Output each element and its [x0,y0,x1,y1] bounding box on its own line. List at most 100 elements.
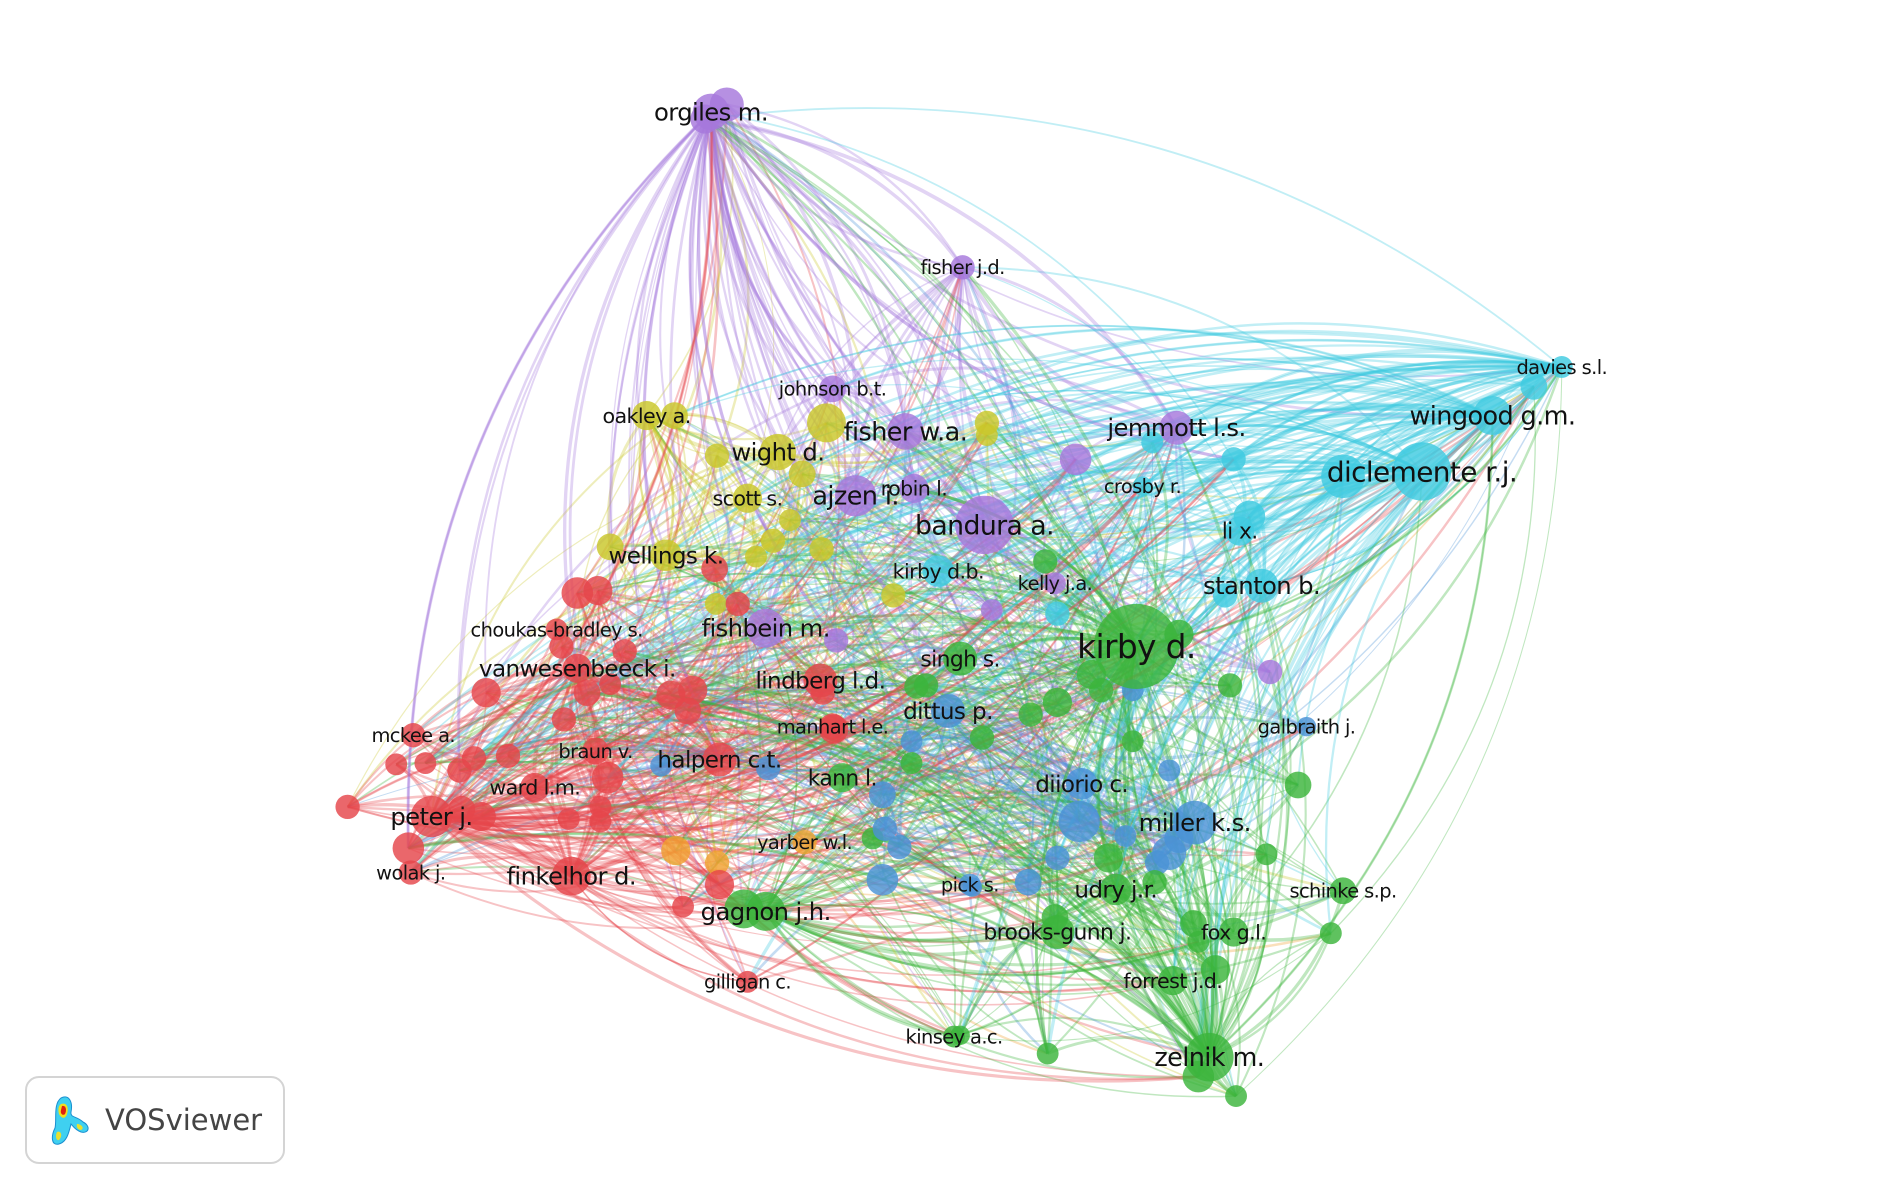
unlabeled-author-node[interactable] [1255,843,1278,866]
author-node[interactable] [1132,476,1153,496]
author-label[interactable]: diiorio c. [1035,772,1129,798]
author-label[interactable]: orgiles m. [654,97,769,126]
author-label[interactable]: johnson b.t. [778,378,887,401]
author-node[interactable] [834,475,877,517]
unlabeled-author-node[interactable] [466,802,496,832]
author-node[interactable] [759,433,797,471]
unlabeled-author-node[interactable] [1033,549,1058,574]
unlabeled-author-node[interactable] [1319,922,1342,945]
author-node[interactable] [1093,603,1179,689]
author-node[interactable] [582,737,609,765]
unlabeled-author-node[interactable] [1257,659,1283,685]
unlabeled-author-node[interactable] [1284,771,1312,799]
unlabeled-author-node[interactable] [589,795,612,818]
unlabeled-author-node[interactable] [704,850,730,875]
author-label[interactable]: ward l.m. [489,776,580,800]
author-label[interactable]: brooks-gunn j. [983,921,1132,946]
author-node[interactable] [410,795,453,838]
unlabeled-author-node[interactable] [704,443,730,468]
author-label[interactable]: fishbein m. [702,614,831,643]
author-label[interactable]: udry j.r. [1074,878,1157,904]
author-label[interactable]: finkelhor d. [506,862,636,891]
author-node[interactable] [562,653,592,683]
unlabeled-author-node[interactable] [1036,1042,1059,1065]
unlabeled-author-node[interactable] [414,752,437,775]
author-node[interactable] [1172,800,1217,845]
author-label[interactable]: schinke s.p. [1289,880,1397,903]
author-node[interactable] [803,663,838,698]
author-node[interactable] [736,970,759,993]
author-label[interactable]: mckee a. [371,724,455,747]
author-label[interactable]: davies s.l. [1516,356,1607,379]
author-label[interactable]: pick s. [941,873,1000,896]
author-label[interactable]: dittus p. [903,699,993,725]
author-node[interactable] [746,608,786,648]
author-label[interactable]: wight d. [731,438,825,467]
unlabeled-author-node[interactable] [471,678,501,708]
author-node[interactable] [943,1025,966,1048]
author-node[interactable] [551,856,591,896]
unlabeled-author-node[interactable] [678,675,708,705]
author-label[interactable]: li x. [1222,520,1259,545]
unlabeled-author-node[interactable] [672,895,694,918]
author-label[interactable]: robin l. [881,477,948,501]
author-node[interactable] [1329,877,1357,905]
author-label[interactable]: manhart l.e. [777,715,889,738]
unlabeled-author-node[interactable] [461,746,487,771]
unlabeled-author-node[interactable] [872,816,897,841]
author-label[interactable]: kinsey a.c. [906,1025,1004,1048]
unlabeled-author-node[interactable] [755,755,781,781]
author-node[interactable] [1550,356,1573,378]
unlabeled-author-node[interactable] [1059,443,1092,476]
author-label[interactable]: scott s. [712,486,783,510]
author-node[interactable] [899,473,929,504]
unlabeled-author-node[interactable] [779,509,801,532]
unlabeled-author-node[interactable] [549,634,574,659]
author-label[interactable]: wellings k. [609,543,725,569]
author-label[interactable]: gagnon j.h. [701,897,832,926]
unlabeled-author-node[interactable] [969,725,995,750]
author-node[interactable] [958,873,981,896]
author-label[interactable]: oakley a. [602,404,691,428]
unlabeled-author-node[interactable] [869,781,896,809]
unlabeled-author-node[interactable] [1121,730,1144,753]
author-node[interactable] [1044,572,1066,595]
unlabeled-author-node[interactable] [1321,454,1365,499]
author-node[interactable] [1185,1032,1234,1082]
author-label[interactable]: choukas-bradley s. [471,618,644,641]
unlabeled-author-node[interactable] [335,794,360,820]
author-node[interactable] [950,255,975,280]
author-label[interactable]: wingood g.m. [1410,402,1576,432]
unlabeled-author-node[interactable] [900,752,923,775]
author-label[interactable]: crosby r. [1104,475,1182,498]
unlabeled-author-node[interactable] [596,533,624,561]
author-node[interactable] [650,539,682,572]
author-node[interactable] [1099,873,1132,906]
unlabeled-author-node[interactable] [656,680,686,710]
unlabeled-author-node[interactable] [701,555,729,583]
author-label[interactable]: miller k.s. [1139,808,1252,837]
unlabeled-author-node[interactable] [650,754,673,777]
unlabeled-author-node[interactable] [881,583,906,608]
author-label[interactable]: kann l. [808,766,878,791]
author-node[interactable] [943,641,978,676]
author-label[interactable]: kirby d. [1077,628,1196,666]
author-node[interactable] [1244,568,1279,603]
unlabeled-author-node[interactable] [591,761,624,794]
unlabeled-author-node[interactable] [561,577,594,609]
unlabeled-author-node[interactable] [612,639,637,664]
unlabeled-author-node[interactable] [704,593,727,615]
author-node[interactable] [827,763,857,793]
unlabeled-author-node[interactable] [551,707,577,732]
author-node[interactable] [732,483,763,513]
unlabeled-author-node[interactable] [725,591,750,617]
unlabeled-author-node[interactable] [1212,583,1238,608]
author-node[interactable] [692,93,730,131]
author-label[interactable]: peter j. [390,802,473,831]
author-node[interactable] [1065,767,1098,800]
author-label[interactable]: braun v. [558,740,633,763]
author-node[interactable] [401,723,426,748]
unlabeled-author-node[interactable] [385,753,408,776]
unlabeled-author-node[interactable] [760,528,786,553]
unlabeled-author-node[interactable] [1045,845,1070,871]
